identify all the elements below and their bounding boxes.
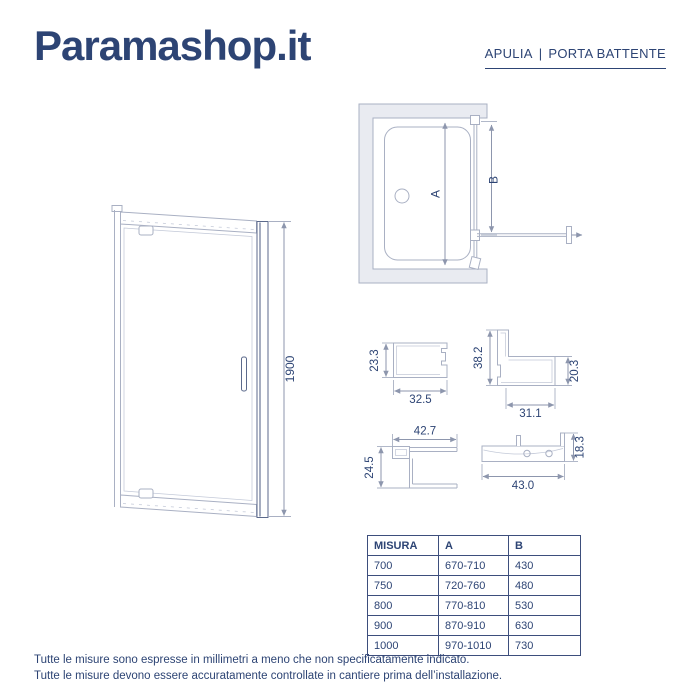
drain-hole bbox=[394, 188, 410, 204]
open-door-end-profile bbox=[566, 226, 572, 244]
table-header-row: MISURA A B bbox=[367, 535, 581, 556]
table-cell: 870-910 bbox=[438, 615, 509, 636]
front-view-drawing: 1900 bbox=[111, 205, 297, 518]
product-type: PORTA BATTENTE bbox=[548, 46, 666, 61]
dimension-label-p2-width: 31.1 bbox=[519, 408, 541, 420]
table-cell: 970-1010 bbox=[438, 635, 509, 656]
door-pivot-bracket bbox=[470, 229, 480, 241]
table-header-cell: MISURA bbox=[367, 535, 439, 556]
table-row: 700 670-710 430 bbox=[367, 555, 581, 576]
footer-notes: Tutte le misure sono espresse in millime… bbox=[34, 652, 502, 684]
screw-hole bbox=[545, 449, 553, 458]
table-cell: 730 bbox=[508, 635, 581, 656]
size-table: MISURA A B 700 670-710 430 750 720-760 4… bbox=[367, 535, 581, 656]
table-cell: 630 bbox=[508, 615, 581, 636]
table-cell: 770-810 bbox=[438, 595, 509, 616]
dimension-label-p3-height: 24.5 bbox=[364, 456, 376, 478]
dimension-label-p1-height: 23.3 bbox=[369, 349, 381, 371]
door-bottom-hinge bbox=[138, 488, 154, 499]
profile-3: 42.7 24.5 bbox=[364, 426, 458, 489]
table-row: 1000 970-1010 730 bbox=[367, 635, 581, 656]
screw-hole bbox=[523, 449, 531, 458]
table-cell: 900 bbox=[367, 615, 439, 636]
door-top-bracket bbox=[470, 115, 480, 125]
product-title: APULIA | PORTA BATTENTE bbox=[484, 46, 666, 69]
table-cell: 670-710 bbox=[438, 555, 509, 576]
door-right-profile bbox=[256, 221, 269, 518]
profile-2: 38.2 20.3 31.1 bbox=[473, 329, 581, 420]
table-cell: 430 bbox=[508, 555, 581, 576]
note-line-2: Tutte le misure devono essere accuratame… bbox=[34, 670, 503, 682]
door-glass bbox=[123, 227, 253, 501]
dimension-label-p4-height: 18.3 bbox=[575, 436, 587, 458]
dimension-label-p4-width: 43.0 bbox=[512, 480, 534, 492]
note-line-1: Tutte le misure sono espresse in millime… bbox=[34, 654, 470, 666]
profile-drawings: 23.3 32.5 38.2 20.3 bbox=[364, 329, 587, 492]
table-cell: 750 bbox=[367, 575, 439, 596]
product-series: APULIA bbox=[484, 46, 533, 61]
dimension-label-p1-width: 32.5 bbox=[409, 394, 431, 406]
top-view-drawing: A B bbox=[358, 103, 583, 284]
brand-logo: Paramashop.it bbox=[34, 22, 311, 69]
dimension-label-b: B bbox=[487, 176, 501, 184]
table-header-cell: B bbox=[508, 535, 581, 556]
table-cell: 720-760 bbox=[438, 575, 509, 596]
door-bottom-bracket bbox=[468, 255, 482, 271]
table-header-cell: A bbox=[438, 535, 509, 556]
dimension-label-p2-height: 38.2 bbox=[473, 347, 485, 369]
table-cell: 1000 bbox=[367, 635, 439, 656]
front-post-cap bbox=[111, 205, 123, 212]
profile-4: 43.0 18.3 bbox=[481, 432, 587, 492]
dimension-label-p2-height-right: 20.3 bbox=[569, 360, 581, 382]
shower-tray bbox=[384, 126, 471, 261]
door-top-hinge bbox=[138, 225, 154, 236]
profile-1: 23.3 32.5 bbox=[369, 342, 448, 406]
door-handle bbox=[241, 356, 247, 392]
dimension-label-door-height: 1900 bbox=[283, 355, 297, 382]
table-cell: 700 bbox=[367, 555, 439, 576]
dimension-label-p3-width: 42.7 bbox=[414, 426, 436, 438]
table-cell: 800 bbox=[367, 595, 439, 616]
table-cell: 480 bbox=[508, 575, 581, 596]
table-row: 800 770-810 530 bbox=[367, 595, 581, 616]
wall-section bbox=[358, 103, 488, 284]
table-row: 750 720-760 480 bbox=[367, 575, 581, 596]
table-cell: 530 bbox=[508, 595, 581, 616]
dimension-label-a: A bbox=[429, 190, 443, 198]
title-separator: | bbox=[538, 46, 543, 61]
table-row: 900 870-910 630 bbox=[367, 615, 581, 636]
